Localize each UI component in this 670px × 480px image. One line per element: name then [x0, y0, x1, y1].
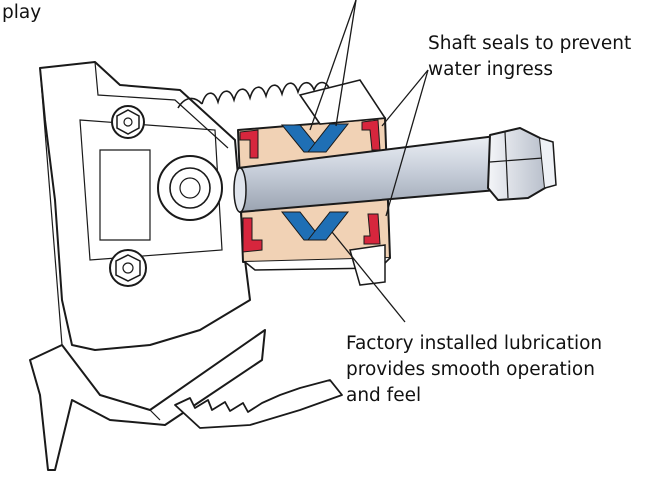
pedal-lever: [29, 329, 266, 471]
leader-lube: [331, 231, 406, 323]
leader-seals-2: [385, 69, 429, 217]
label-lubrication-line-3: and feel: [346, 385, 422, 406]
pivot-center: [157, 155, 223, 221]
bolt-bottom: [109, 249, 147, 287]
bracket-plate: [39, 61, 251, 351]
label-lubrication-line-2: provides smooth operation: [346, 359, 595, 380]
toothed-segment: [174, 379, 343, 429]
label-lubrication-line-1: Factory installed lubrication: [346, 333, 603, 354]
label-play-fragment: play: [2, 2, 42, 23]
upper-bearing: [280, 123, 350, 153]
hex-nut: [487, 127, 557, 201]
label-lubrication: Factory installed lubrication provides s…: [346, 331, 602, 409]
leader-top-2: [335, 0, 357, 127]
shaft-seals: [239, 119, 381, 253]
lower-bearing: [280, 211, 350, 241]
leader-top: [309, 0, 357, 131]
leader-lines: [309, 0, 429, 323]
label-shaft-seals-line-1: Shaft seals to prevent: [428, 33, 632, 54]
leader-seals: [381, 69, 429, 127]
label-shaft-seals: Shaft seals to prevent water ingress: [428, 31, 631, 83]
label-shaft-seals-line-2: water ingress: [428, 59, 554, 80]
bolt-top: [111, 105, 145, 139]
